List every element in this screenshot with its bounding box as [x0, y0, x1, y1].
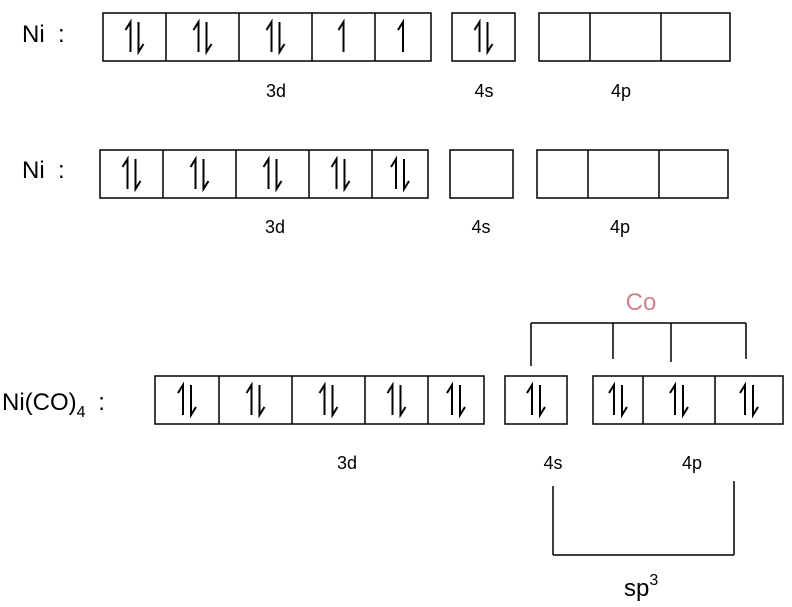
electron-up-arrow	[177, 381, 184, 415]
electron-up-arrow	[446, 381, 453, 415]
electron-up-arrow	[390, 155, 397, 189]
row3-3d-label: 3d	[337, 453, 357, 473]
row2-4s-box	[449, 149, 514, 199]
row3-electrons	[177, 381, 759, 419]
row3-4s-box	[504, 375, 568, 425]
electron-down-arrow	[258, 385, 266, 419]
electron-up-arrow	[265, 18, 273, 52]
row2-3d-box	[99, 149, 429, 199]
electron-down-arrow	[539, 385, 546, 419]
hybrid-bracket	[552, 481, 735, 556]
electron-up-arrow	[330, 155, 338, 189]
row1-4p-label: 4p	[611, 81, 631, 101]
electron-down-arrow	[134, 159, 142, 193]
row3-4s-label: 4s	[543, 453, 562, 473]
electron-down-arrow	[682, 385, 689, 419]
electron-down-arrow	[399, 385, 407, 419]
electron-up-arrow	[124, 18, 132, 52]
electron-down-arrow	[752, 385, 759, 419]
ligand-bracket	[530, 322, 747, 366]
electron-down-arrow	[275, 159, 283, 193]
row2-4p-box	[536, 149, 729, 199]
row2-label: Ni :	[22, 157, 65, 184]
row3-4p-box	[592, 375, 784, 425]
electron-up-arrow	[473, 18, 481, 52]
electron-down-arrow	[137, 22, 145, 56]
hybrid-base: sp	[624, 575, 649, 602]
row3-4p-label: 4p	[682, 453, 702, 473]
electron-down-arrow	[459, 385, 466, 419]
electron-up-arrow	[526, 381, 533, 415]
row1-4s-label: 4s	[474, 81, 493, 101]
row1-4s-box	[451, 12, 516, 62]
electron-down-arrow	[343, 159, 351, 193]
row1-electrons	[124, 18, 494, 56]
row1-3d-label: 3d	[266, 81, 286, 101]
hybrid-sup: 3	[649, 572, 658, 589]
electron-down-arrow	[621, 385, 628, 419]
electron-up-arrow	[189, 155, 197, 189]
ligand-label: Co	[626, 289, 657, 316]
row2-3d-label: 3d	[265, 217, 285, 237]
electron-up-arrow	[337, 18, 345, 52]
electron-up-arrow	[669, 381, 676, 415]
row2-4s-label: 4s	[471, 217, 490, 237]
row1-4p-box	[538, 12, 731, 62]
row3-3d-box	[154, 375, 485, 425]
electron-up-arrow	[608, 381, 615, 415]
electron-up-arrow	[121, 155, 129, 189]
row1-3d-box	[102, 12, 432, 62]
electron-up-arrow	[318, 381, 326, 415]
row3-label-sub: 4	[77, 404, 86, 421]
row2-electrons	[121, 155, 410, 193]
hybrid-label: sp3	[624, 572, 658, 602]
electron-down-arrow	[278, 22, 286, 56]
electron-up-arrow	[386, 381, 394, 415]
row1-label: Ni :	[22, 21, 65, 48]
row3-label-tail: :	[92, 389, 105, 416]
electron-up-arrow	[262, 155, 270, 189]
row2-4p-label: 4p	[610, 217, 630, 237]
electron-up-arrow	[397, 18, 404, 52]
electron-down-arrow	[403, 159, 410, 193]
row3-label: Ni(CO)4 :	[2, 389, 105, 421]
electron-down-arrow	[202, 159, 210, 193]
electron-down-arrow	[205, 22, 213, 56]
electron-up-arrow	[739, 381, 746, 415]
electron-down-arrow	[331, 385, 339, 419]
electron-down-arrow	[190, 385, 197, 419]
row3-label-main: Ni(CO)	[2, 389, 77, 416]
electron-up-arrow	[192, 18, 200, 52]
electron-up-arrow	[245, 381, 253, 415]
electron-down-arrow	[486, 22, 494, 56]
